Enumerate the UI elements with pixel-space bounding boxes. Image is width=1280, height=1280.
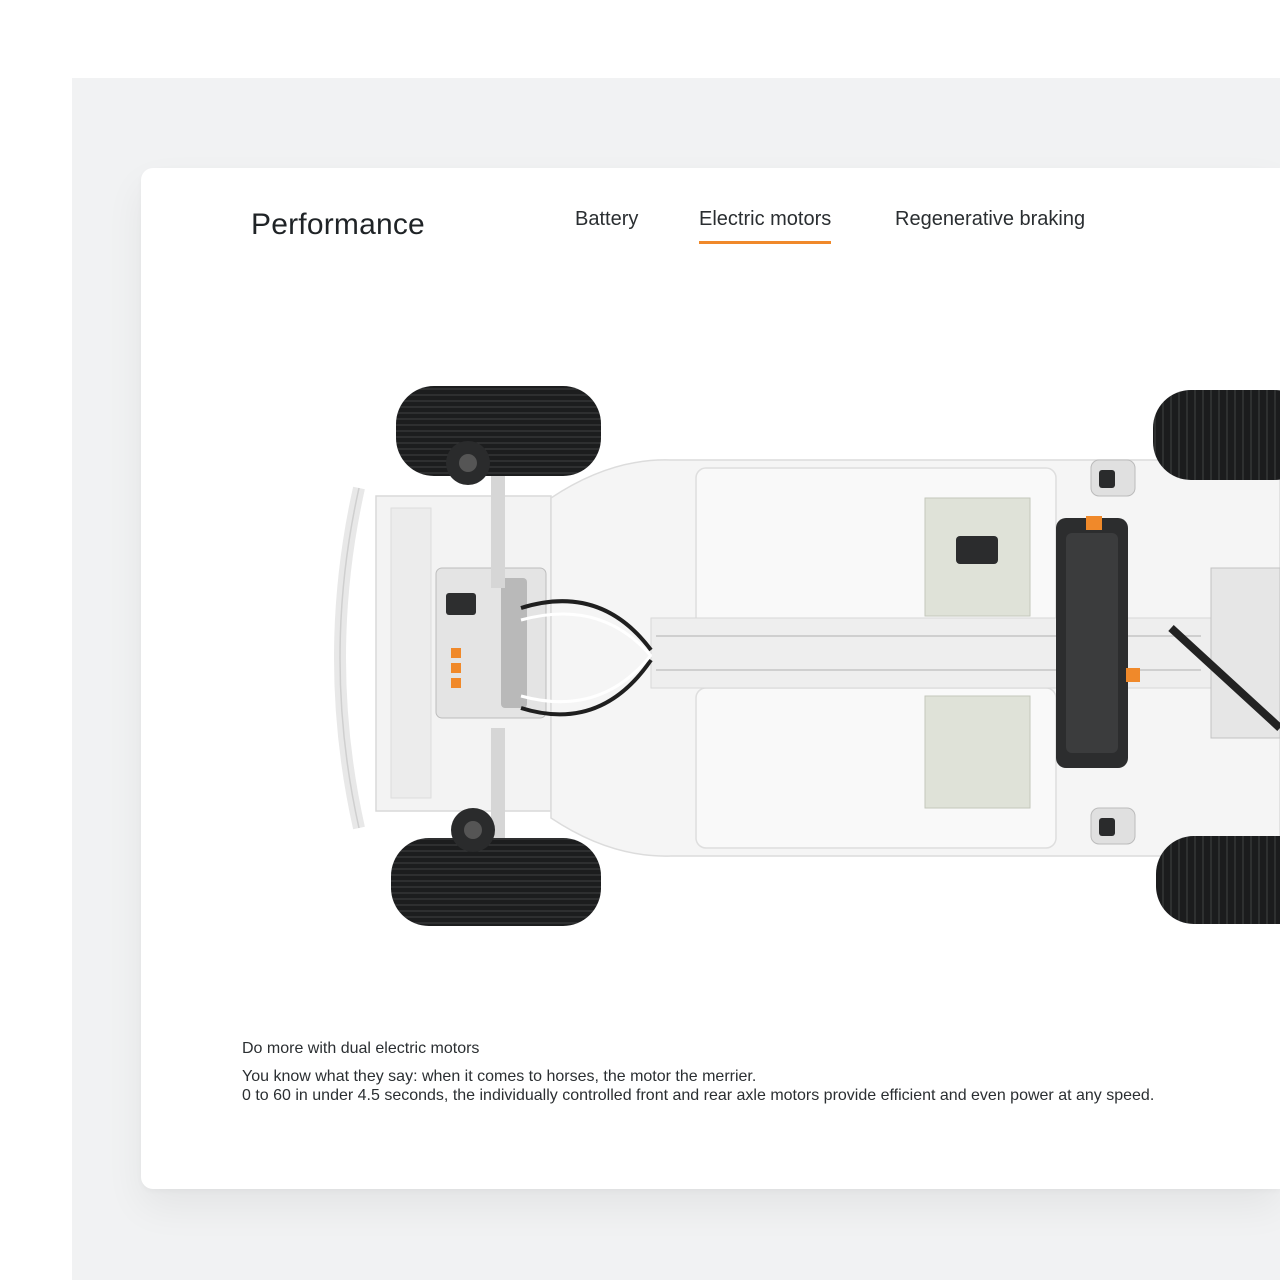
- page-title: Performance: [251, 208, 425, 241]
- ev-chassis-image: [334, 386, 1280, 926]
- section-headline: Do more with dual electric motors: [242, 1040, 480, 1057]
- description-line-1: You know what they say: when it comes to…: [242, 1068, 757, 1085]
- tab-battery[interactable]: Battery: [575, 208, 639, 230]
- tab-regenerative-braking[interactable]: Regenerative braking: [895, 208, 1086, 230]
- tab-electric-motors[interactable]: Electric motors: [699, 208, 832, 244]
- performance-card: Performance Battery Electric motors Rege…: [141, 168, 1280, 1189]
- section-description: You know what they say: when it comes to…: [242, 1067, 1242, 1105]
- description-line-2: 0 to 60 in under 4.5 seconds, the indivi…: [242, 1087, 1155, 1104]
